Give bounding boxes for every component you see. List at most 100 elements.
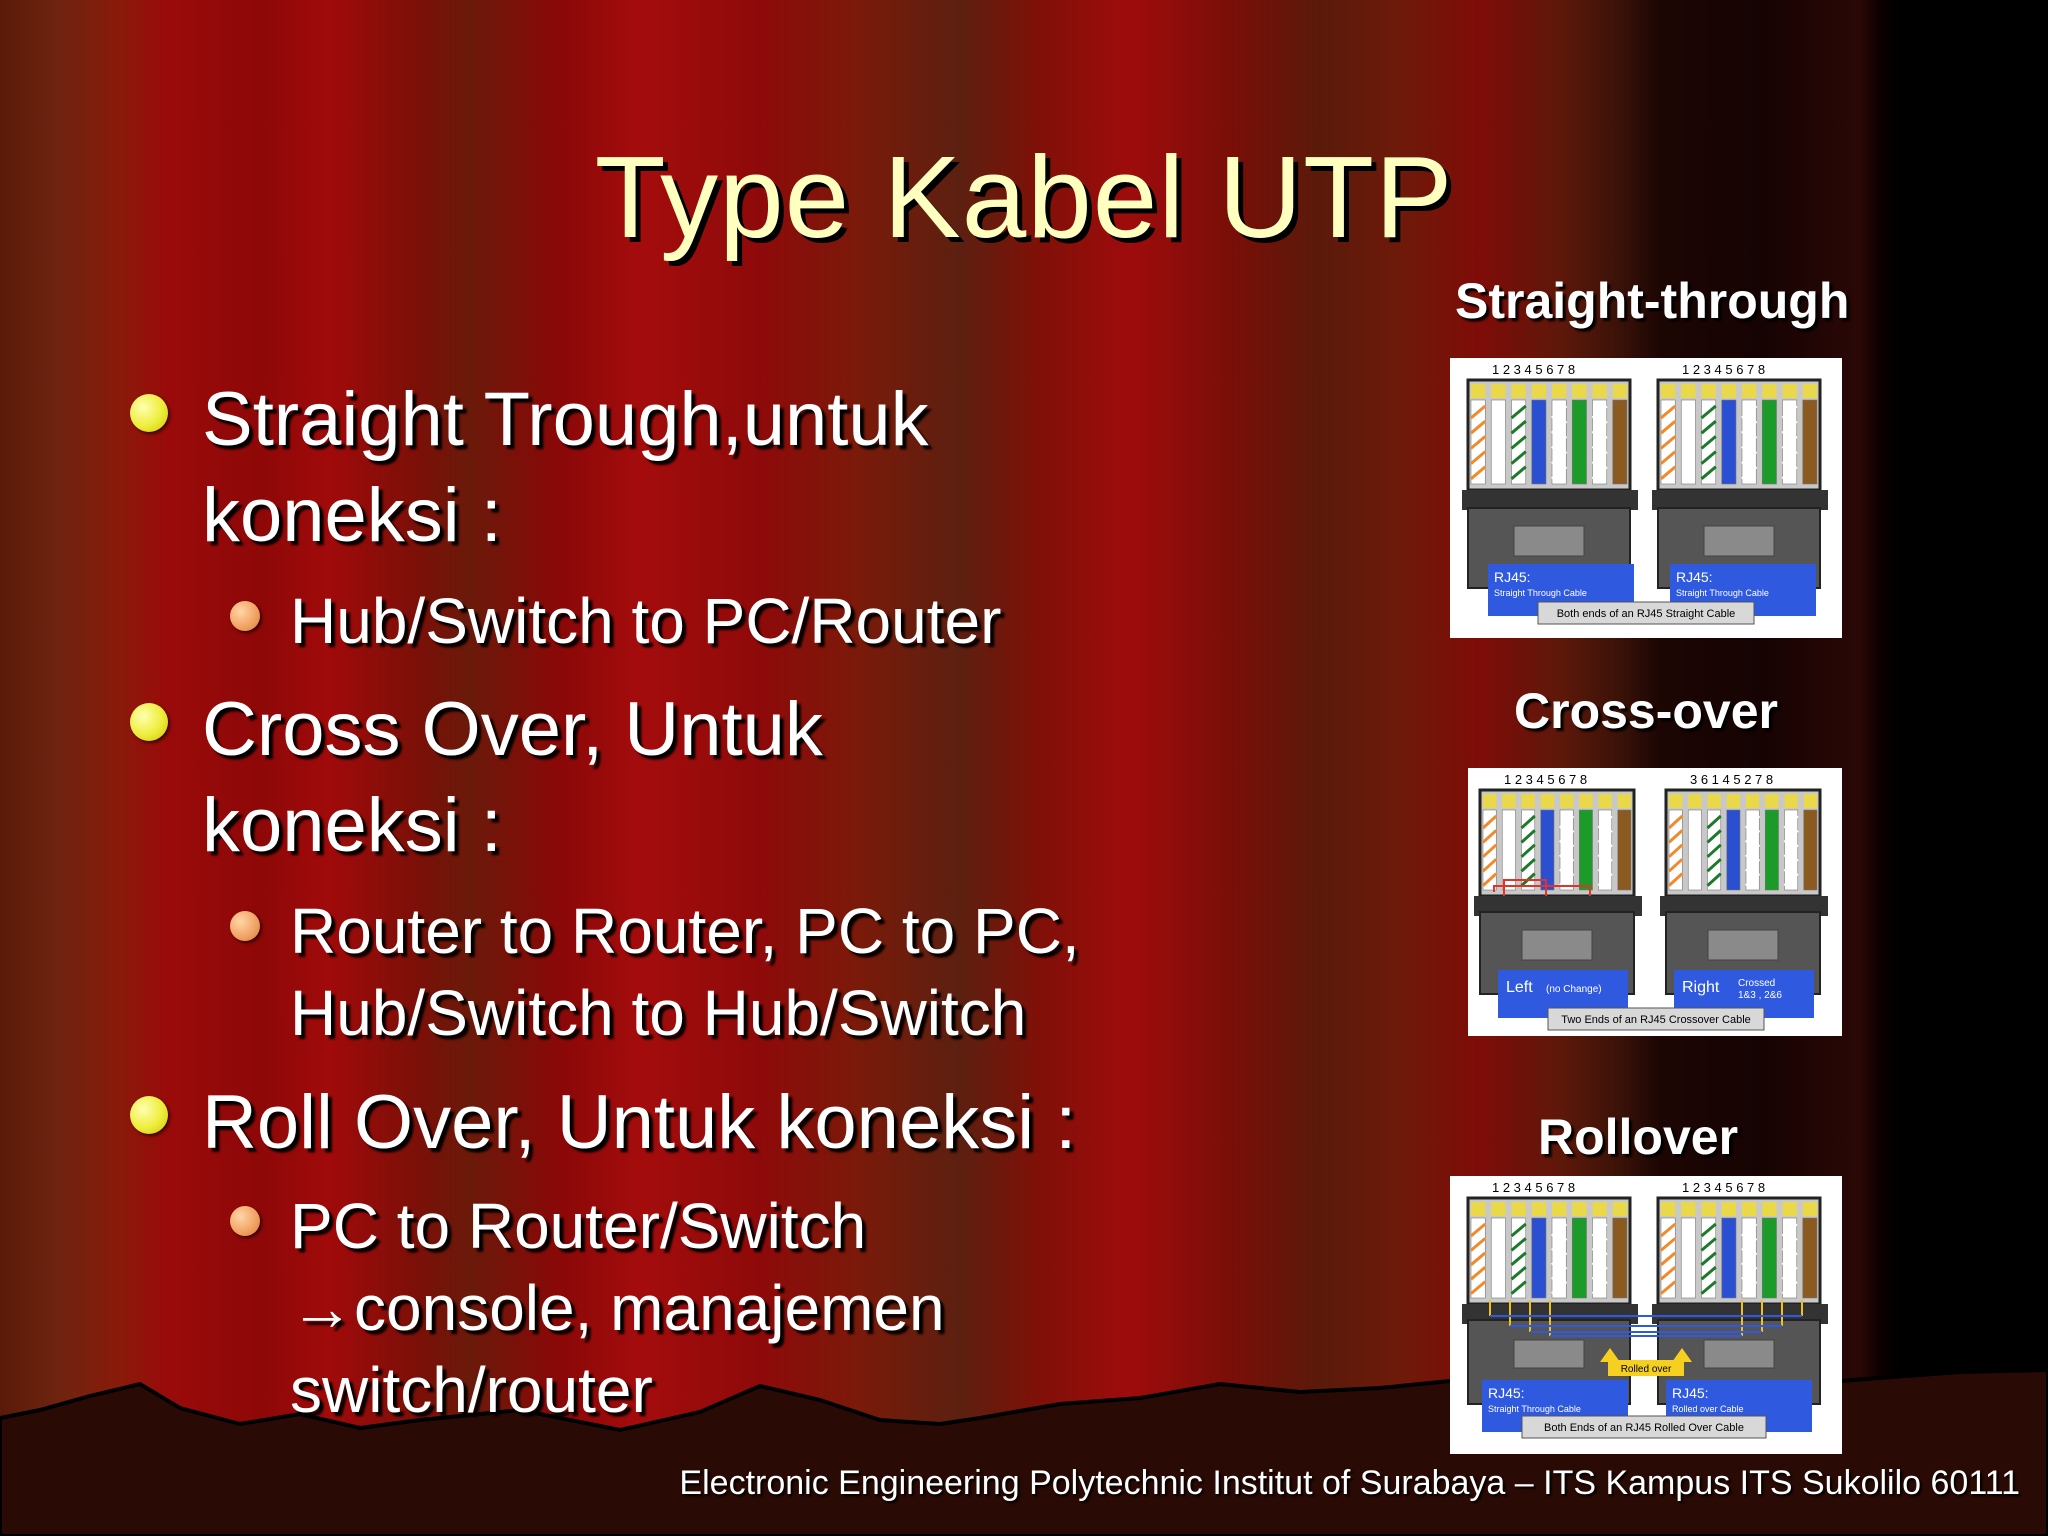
- wire: [1803, 809, 1818, 891]
- wire-stripe: [1551, 435, 1568, 450]
- wire: [1540, 809, 1555, 891]
- wire-stripe: [1660, 1237, 1677, 1252]
- bullet-line: Roll Over, Untuk koneksi :: [202, 1080, 1077, 1165]
- pin-contact: [1742, 1202, 1757, 1216]
- wire: [1721, 399, 1737, 485]
- caption-banner: [1537, 601, 1755, 625]
- plug-label: RJ45:: [1488, 1385, 1525, 1401]
- wire-stripe: [1660, 435, 1677, 450]
- wire: [1680, 1217, 1696, 1299]
- right-plug: 1 2 3 4 5 6 7 8 RJ45: Straight Through C…: [1652, 362, 1828, 616]
- right-plug: 3 6 1 4 5 2 7 8 Right Crossed 1&3 , 2&6: [1660, 772, 1828, 1018]
- wire-stripe: [1470, 450, 1487, 465]
- left-plug: 1 2 3 4 5 6 7 8 RJ45: Straight Through C…: [1462, 1180, 1638, 1432]
- wire: [1721, 1217, 1737, 1299]
- pin-numbers: 1 2 3 4 5 6 7 8: [1492, 1180, 1575, 1195]
- wire-stripe: [1783, 814, 1799, 830]
- roll-cross-lines: [1490, 1315, 1802, 1337]
- wire-stripe: [1510, 1280, 1527, 1295]
- wire-stripe: [1591, 1280, 1608, 1295]
- wire: [1802, 399, 1818, 485]
- pin-contact: [1784, 794, 1798, 808]
- wire-stripe: [1741, 1280, 1758, 1295]
- wire-stripe: [1660, 420, 1677, 435]
- sub-bullet-cross: Router to Router, PC to PC, Hub/Switch t…: [290, 890, 1190, 1054]
- wire-stripe: [1520, 843, 1536, 858]
- wire-stripe: [1700, 404, 1717, 420]
- wire-stripe: [1660, 404, 1677, 420]
- wire-stripe: [1510, 435, 1527, 450]
- wire-stripe: [1660, 1266, 1677, 1281]
- wire-stripe: [1741, 1266, 1758, 1281]
- plug-sublabel: Straight Through Cable: [1494, 588, 1587, 598]
- sub-bullet-line: Hub/Switch to PC/Router: [290, 585, 1002, 657]
- wire-stripe: [1510, 1251, 1527, 1266]
- wire-stripe: [1510, 1237, 1527, 1252]
- wire-stripe: [1700, 1280, 1717, 1295]
- wire-stripe: [1481, 872, 1498, 887]
- pin-contact: [1782, 384, 1797, 398]
- wire: [1490, 1217, 1506, 1299]
- pin-contact: [1701, 384, 1716, 398]
- wire: [1687, 809, 1702, 891]
- wire-stripe: [1558, 829, 1575, 844]
- wire-stripe: [1781, 1266, 1798, 1281]
- wire-stripe: [1781, 404, 1798, 420]
- wire-stripe: [1558, 843, 1575, 858]
- pin-contact: [1572, 384, 1587, 398]
- pin-contact: [1592, 384, 1607, 398]
- wire-stripe: [1481, 829, 1498, 844]
- pin-contact: [1491, 1202, 1506, 1216]
- wire-stripe: [1470, 1222, 1487, 1238]
- pin-contact: [1612, 384, 1627, 398]
- wire-stripe: [1591, 1222, 1608, 1238]
- plug-sublabel: Straight Through Cable: [1488, 1404, 1581, 1414]
- pin-contact: [1502, 794, 1516, 808]
- pin-contact: [1746, 794, 1760, 808]
- wire-stripe: [1660, 1222, 1677, 1238]
- wire-stripe: [1744, 858, 1761, 873]
- wire-stripe: [1520, 814, 1536, 830]
- plug-sublabel: Straight Through Cable: [1676, 588, 1769, 598]
- wire-stripe: [1660, 465, 1677, 480]
- wire-stripe: [1700, 435, 1717, 450]
- bullet-line: koneksi :: [202, 473, 502, 558]
- bullet-dot-icon: [130, 703, 168, 741]
- wire-stripe: [1781, 450, 1798, 465]
- wire-stripe: [1700, 420, 1717, 435]
- pin-contact: [1661, 1202, 1676, 1216]
- pin-contact: [1511, 384, 1526, 398]
- pin-contact: [1521, 794, 1535, 808]
- wire-stripe: [1781, 1280, 1798, 1295]
- wire-stripe: [1700, 450, 1717, 465]
- wire-stripe: [1783, 858, 1799, 873]
- right-plug: 1 2 3 4 5 6 7 8 RJ45: Rolled over Cable: [1652, 1180, 1828, 1432]
- caption-banner: [1521, 1415, 1767, 1439]
- straight-through-svg: 1 2 3 4 5 6 7 8 RJ45: Straight Through C…: [1462, 362, 1828, 625]
- wire-stripe: [1741, 1222, 1758, 1238]
- plug-label: RJ45:: [1676, 569, 1713, 585]
- left-plug: 1 2 3 4 5 6 7 8 RJ45: Straight Through C…: [1462, 362, 1638, 616]
- straight-through-diagram: 1 2 3 4 5 6 7 8 RJ45: Straight Through C…: [1450, 358, 1842, 638]
- pin-contact: [1552, 384, 1567, 398]
- wire-stripe: [1706, 872, 1722, 887]
- wire-stripe: [1551, 1237, 1568, 1252]
- wire-stripe: [1591, 1251, 1608, 1266]
- sub-bullet-line: →console, manajemen: [290, 1272, 945, 1344]
- wire: [1612, 399, 1628, 485]
- bullet-line: Cross Over, Untuk: [202, 687, 823, 772]
- caption-banner: [1547, 1007, 1765, 1031]
- wire: [1726, 809, 1741, 891]
- plug-sublabel: Crossed: [1738, 978, 1775, 989]
- wire-stripe: [1520, 858, 1536, 873]
- plug-clip: [1703, 1339, 1775, 1369]
- wire-stripe: [1510, 1222, 1527, 1238]
- wire-stripe: [1597, 858, 1613, 873]
- plug-clip: [1513, 1339, 1585, 1369]
- pin-contact: [1681, 384, 1696, 398]
- banner-text: Both Ends of an RJ45 Rolled Over Cable: [1544, 1422, 1744, 1434]
- pin-contact: [1511, 1202, 1526, 1216]
- caption-straight-through: Straight-through: [1455, 273, 1850, 329]
- wire-stripe: [1700, 1266, 1717, 1281]
- wire-stripe: [1591, 435, 1608, 450]
